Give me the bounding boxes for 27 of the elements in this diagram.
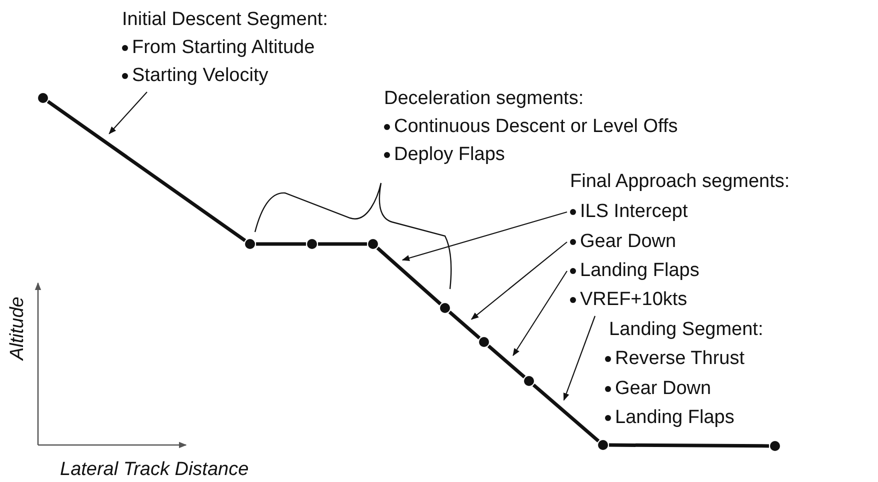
heading: Final Approach segments: <box>570 170 790 194</box>
leader-arrow <box>402 211 568 262</box>
heading: Landing Segment: <box>609 318 764 342</box>
list-item: ILS Intercept <box>580 200 688 224</box>
flight-path-segment <box>487 344 526 378</box>
list-item: Gear Down <box>615 377 712 401</box>
leader-arrow <box>108 92 148 134</box>
flight-path-segment <box>376 246 442 306</box>
list-item: Gear Down <box>580 230 676 254</box>
leader-arrow <box>512 270 568 356</box>
flight-path-segment <box>46 100 246 242</box>
leader-arrow <box>470 242 568 320</box>
list-item: Landing Flaps <box>580 259 700 283</box>
list-item: VREF+10kts <box>580 288 688 312</box>
leader-arrow <box>563 316 596 401</box>
list-item: Starting Velocity <box>132 64 268 88</box>
list-item: Deploy Flaps <box>394 143 505 167</box>
list-item: Reverse Thrust <box>615 347 745 371</box>
list-item: Landing Flaps <box>615 406 734 430</box>
flight-path-segment <box>448 310 481 340</box>
heading: Deceleration segments: <box>384 87 585 111</box>
heading: Initial Descent Segment: <box>122 8 328 32</box>
axis-label: Altitude <box>6 296 29 360</box>
axis-label: Lateral Track Distance <box>60 458 249 482</box>
list-item: From Starting Altitude <box>132 36 315 60</box>
flight-path-segment <box>532 384 600 442</box>
list-item: Continuous Descent or Level Offs <box>394 115 678 139</box>
